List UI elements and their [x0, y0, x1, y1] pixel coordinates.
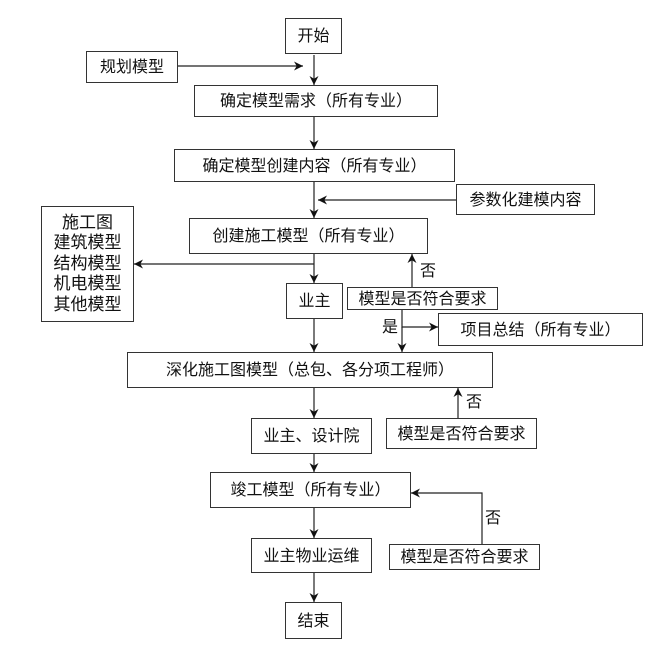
owner-design-institute-node: 业主、设计院 — [251, 418, 372, 454]
output-mep-model: 机电模型 — [53, 274, 122, 295]
edge-label-no-3: 否 — [485, 508, 502, 527]
confirm-contents-node: 确定模型创建内容（所有专业） — [174, 149, 455, 182]
edge-label-yes-1: 是 — [382, 317, 399, 336]
param-modeling-node: 参数化建模内容 — [456, 184, 595, 215]
owner-operation-node: 业主物业运维 — [251, 538, 372, 573]
plan-model-node: 规划模型 — [86, 51, 178, 83]
check1-node: 模型是否符合要求 — [347, 287, 498, 310]
check3-node: 模型是否符合要求 — [389, 544, 540, 570]
project-summary-node: 项目总结（所有专业） — [438, 313, 643, 346]
output-construction-drawing: 施工图 — [62, 212, 113, 233]
output-other-model: 其他模型 — [53, 294, 122, 315]
check2-node: 模型是否符合要求 — [386, 418, 537, 449]
start-node: 开始 — [285, 18, 342, 54]
owner-node: 业主 — [286, 283, 343, 319]
arrow-check1-yes — [401, 309, 438, 332]
output-architectural-model: 建筑模型 — [53, 233, 122, 254]
create-construction-model-node: 创建施工模型（所有专业） — [189, 218, 428, 254]
arrow-check3-no — [411, 488, 483, 544]
outputs-node: 施工图 建筑模型 结构模型 机电模型 其他模型 — [41, 206, 134, 322]
deepen-model-node: 深化施工图模型（总包、各分项工程师） — [127, 352, 493, 388]
confirm-requirements-node: 确定模型需求（所有专业） — [194, 85, 438, 117]
output-structural-model: 结构模型 — [53, 253, 122, 274]
edge-label-no-1: 否 — [420, 261, 437, 280]
end-node: 结束 — [285, 602, 342, 639]
as-built-model-node: 竣工模型（所有专业） — [210, 472, 411, 508]
edge-label-no-2: 否 — [466, 392, 483, 411]
